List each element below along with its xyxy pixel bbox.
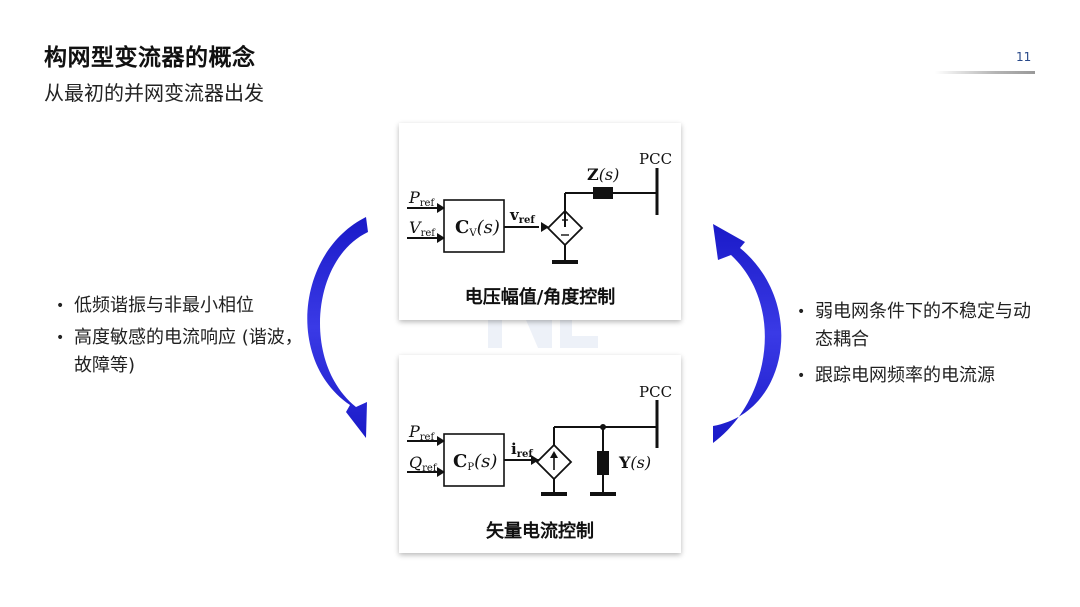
v-ref-input-label: Vref bbox=[409, 218, 435, 239]
left-notes: 低频谐振与非最小相位 高度敏感的电流响应 (谐波，故障等) bbox=[56, 292, 311, 384]
voltage-control-caption: 电压幅值/角度控制 bbox=[464, 287, 616, 308]
q-ref-input-label: Qref bbox=[409, 453, 437, 474]
current-control-circuit bbox=[407, 400, 659, 496]
voltage-control-panel: Pref Vref CV(s) vref Z(s) PCC 电压幅值/角度控制 bbox=[399, 123, 681, 320]
page-number-rule bbox=[935, 71, 1035, 74]
impedance-label: Z(s) bbox=[587, 165, 620, 184]
p-ref-input-label: Pref bbox=[409, 422, 435, 443]
admittance-label: Y(s) bbox=[619, 453, 652, 472]
left-note-item: 高度敏感的电流响应 (谐波，故障等) bbox=[56, 324, 311, 380]
page-number: 11 bbox=[1016, 50, 1032, 64]
i-ref-signal-label: iref bbox=[511, 440, 533, 460]
right-note-item: 弱电网条件下的不稳定与动态耦合 bbox=[797, 298, 1037, 354]
right-curved-arrow bbox=[713, 224, 782, 443]
pcc-label-bottom: PCC bbox=[639, 383, 673, 401]
pcc-label-top: PCC bbox=[639, 150, 673, 168]
voltage-controller-label: CV(s) bbox=[455, 217, 500, 239]
left-curved-arrow bbox=[307, 217, 368, 438]
right-notes: 弱电网条件下的不稳定与动态耦合 跟踪电网频率的电流源 bbox=[797, 298, 1037, 398]
current-control-caption: 矢量电流控制 bbox=[486, 521, 594, 542]
page-subtitle: 从最初的并网变流器出发 bbox=[44, 81, 264, 105]
current-controller-label: CP(s) bbox=[453, 451, 498, 473]
p-ref-input-label: Pref bbox=[409, 188, 435, 209]
left-note-item: 低频谐振与非最小相位 bbox=[56, 292, 311, 320]
v-ref-signal-label: vref bbox=[510, 206, 535, 226]
voltage-control-circuit bbox=[407, 168, 659, 264]
page-title: 构网型变流器的概念 bbox=[44, 45, 256, 71]
current-control-panel: Pref Qref CP(s) iref Y(s) PCC 矢量电流控制 bbox=[399, 355, 681, 553]
right-note-item: 跟踪电网频率的电流源 bbox=[797, 362, 1037, 390]
